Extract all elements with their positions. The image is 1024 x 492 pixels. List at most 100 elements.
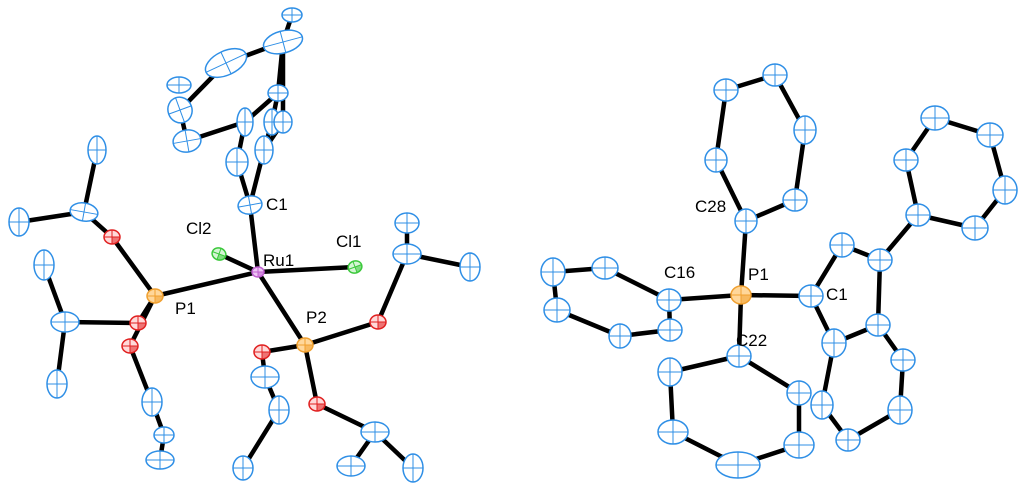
atom-c22 [726,344,752,368]
atom-cl_m [250,365,280,389]
atom-c12 [172,129,202,153]
atom-r22e [786,380,812,406]
atom-o3 [121,338,139,354]
atom-c2 [225,147,249,177]
label-p1-right: P1 [748,265,769,284]
atom-r28c [762,63,788,87]
atom-cl_g [141,387,163,417]
atom-cl_l [459,252,481,282]
label-p2: P2 [306,308,327,327]
atom-i7 [835,428,861,452]
atom-cl_k [394,212,420,234]
bond-o4-cl_j [375,251,410,325]
atom-o5 [253,344,271,360]
atom-c1 [237,195,263,215]
atom-r28b [713,78,739,102]
atom-r16a [591,256,619,280]
atom-r28d [793,115,817,145]
bond-ru1-cl1 [255,264,358,275]
atom-p1 [146,288,164,304]
label-c28: C28 [695,197,726,216]
atom-c16 [656,288,682,312]
atom-c3 [254,135,274,165]
right-molecule-structure: P1 C1 C16 C22 C28 [540,63,1018,479]
label-c22: C22 [736,331,767,350]
atom-c1 [798,284,824,308]
label-ru1: Ru1 [263,251,294,270]
atom-r22d [783,431,815,459]
atom-cl2 [211,247,227,261]
left-atom-labels: Ru1 Cl1 Cl2 P1 P2 C1 [175,195,362,327]
right-bonds [550,72,1008,468]
atom-cl_f [46,369,68,399]
atom-c8 [204,47,248,79]
atom-ph6 [961,215,989,241]
atom-p1 [730,285,752,305]
left-bonds [16,12,473,471]
atom-cl_r [402,453,424,483]
atom-i8 [810,390,834,420]
atom-o1 [103,229,121,245]
atom-ph5 [992,175,1018,205]
atom-o6 [308,396,326,412]
label-c16: C16 [664,263,695,282]
atom-i5 [890,348,916,372]
atom-o2 [129,315,147,331]
bond-p2-o4 [302,319,381,348]
atom-r16c [543,297,571,323]
atom-ph4 [976,122,1004,148]
atom-cl_d [50,311,80,333]
bond-ru1-c1 [247,202,261,275]
atom-r16b [540,257,566,287]
atom-i1 [829,232,855,258]
label-c1-right: C1 [826,285,848,304]
atom-cl1 [347,260,363,274]
left-atoms [8,7,481,483]
atom-cl_h [153,426,175,444]
left-molecule-structure: Ru1 Cl1 Cl2 P1 P2 C1 [8,7,481,483]
atom-cl_j [392,243,422,265]
atom-c4 [236,107,254,137]
atom-i3 [865,313,891,337]
bond-ru1-p2 [255,269,308,348]
atom-r16d [608,323,632,349]
atom-r22c [715,451,761,479]
atom-ru1 [251,266,265,278]
label-c1: C1 [266,195,288,214]
atom-i4 [821,328,847,358]
atom-r16e [657,318,683,342]
atom-cl_q [336,455,366,477]
atom-c7 [267,84,289,102]
atom-ph1 [905,203,931,227]
atom-cl_i [145,450,175,470]
atom-i2 [867,248,893,272]
atom-c6 [273,110,293,134]
atom-cl_o [232,455,254,481]
atom-r28e [782,188,808,212]
atom-cl_b [87,135,107,165]
atom-c10 [281,7,303,23]
atom-cl_p [360,421,390,443]
atom-cl_n [268,395,290,425]
atom-cl_a [69,202,99,222]
atom-o4 [369,314,387,330]
atom-r22b [657,419,689,445]
atom-cl_e [33,249,55,281]
atom-r22a [657,357,683,387]
label-cl1: Cl1 [336,232,362,251]
atom-c9 [262,29,304,55]
atom-cl_c [8,207,30,237]
atom-c11 [167,96,193,124]
bond-p2-o6 [302,342,320,407]
bond-ru1-p1 [152,269,261,299]
atom-c13 [166,76,192,94]
right-atoms [540,63,1018,479]
atom-p2 [296,337,314,353]
atom-r28a [704,147,728,173]
atom-i6 [887,395,913,425]
label-p1: P1 [175,299,196,318]
atom-ph3 [920,105,950,131]
atom-ph2 [893,148,919,172]
bond-p1-o1 [109,234,158,299]
